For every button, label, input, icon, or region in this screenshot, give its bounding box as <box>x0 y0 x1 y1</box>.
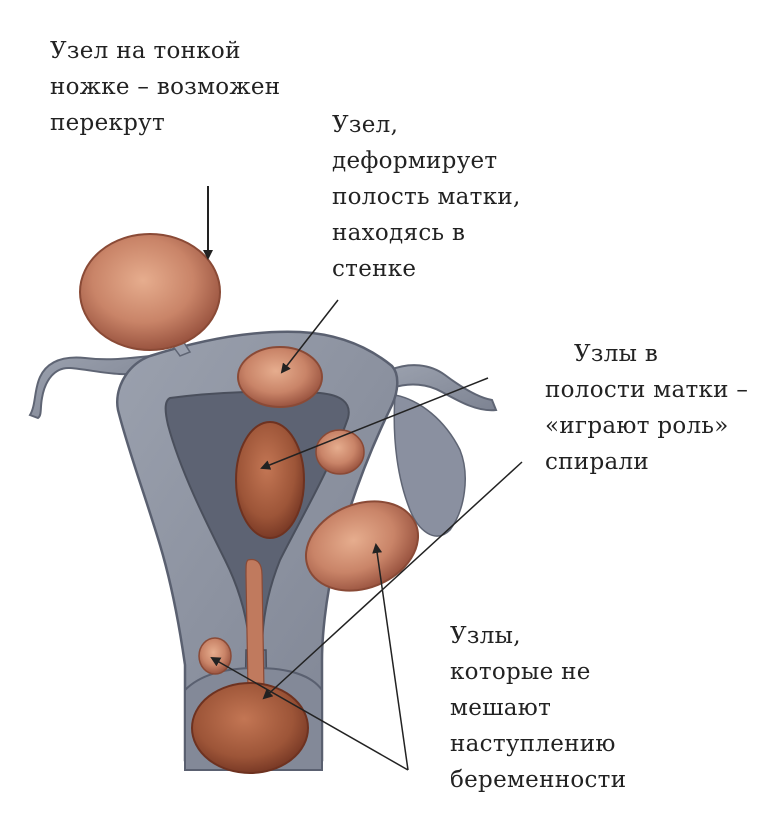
label-submucosal-nodes: Узлы в полости матки – «играют роль» спи… <box>545 336 748 480</box>
intramural-node <box>238 347 322 407</box>
label-line: полости матки – <box>545 372 748 408</box>
label-line: которые не <box>450 654 626 690</box>
pedunculated-node <box>80 234 220 350</box>
label-pedunculated-node: Узел на тонкой ножке – возможен перекрут <box>50 33 280 141</box>
label-line: «играют роль» <box>545 408 748 444</box>
label-line: перекрут <box>50 105 280 141</box>
label-line: деформирует <box>332 143 521 179</box>
label-line: Узел, <box>332 107 521 143</box>
label-line: мешают <box>450 690 626 726</box>
label-line: ножке – возможен <box>50 69 280 105</box>
submucosal-node-large <box>236 422 304 538</box>
cervical-node-large <box>192 683 308 773</box>
label-line: находясь в <box>332 215 521 251</box>
cervical-node-small <box>199 638 231 674</box>
label-line: беременности <box>450 762 626 798</box>
label-line: Узел на тонкой <box>50 33 280 69</box>
label-line: спирали <box>545 444 748 480</box>
arrow-subserous-right <box>376 545 408 770</box>
label-line: Узлы в <box>545 336 748 372</box>
label-subserous-nodes: Узлы, которые не мешают наступлению бере… <box>450 618 626 798</box>
label-intramural-node: Узел, деформирует полость матки, находяс… <box>332 107 521 287</box>
canal-node-strip <box>246 560 264 696</box>
label-line: стенке <box>332 251 521 287</box>
label-line: полость матки, <box>332 179 521 215</box>
label-line: Узлы, <box>450 618 626 654</box>
label-line: наступлению <box>450 726 626 762</box>
